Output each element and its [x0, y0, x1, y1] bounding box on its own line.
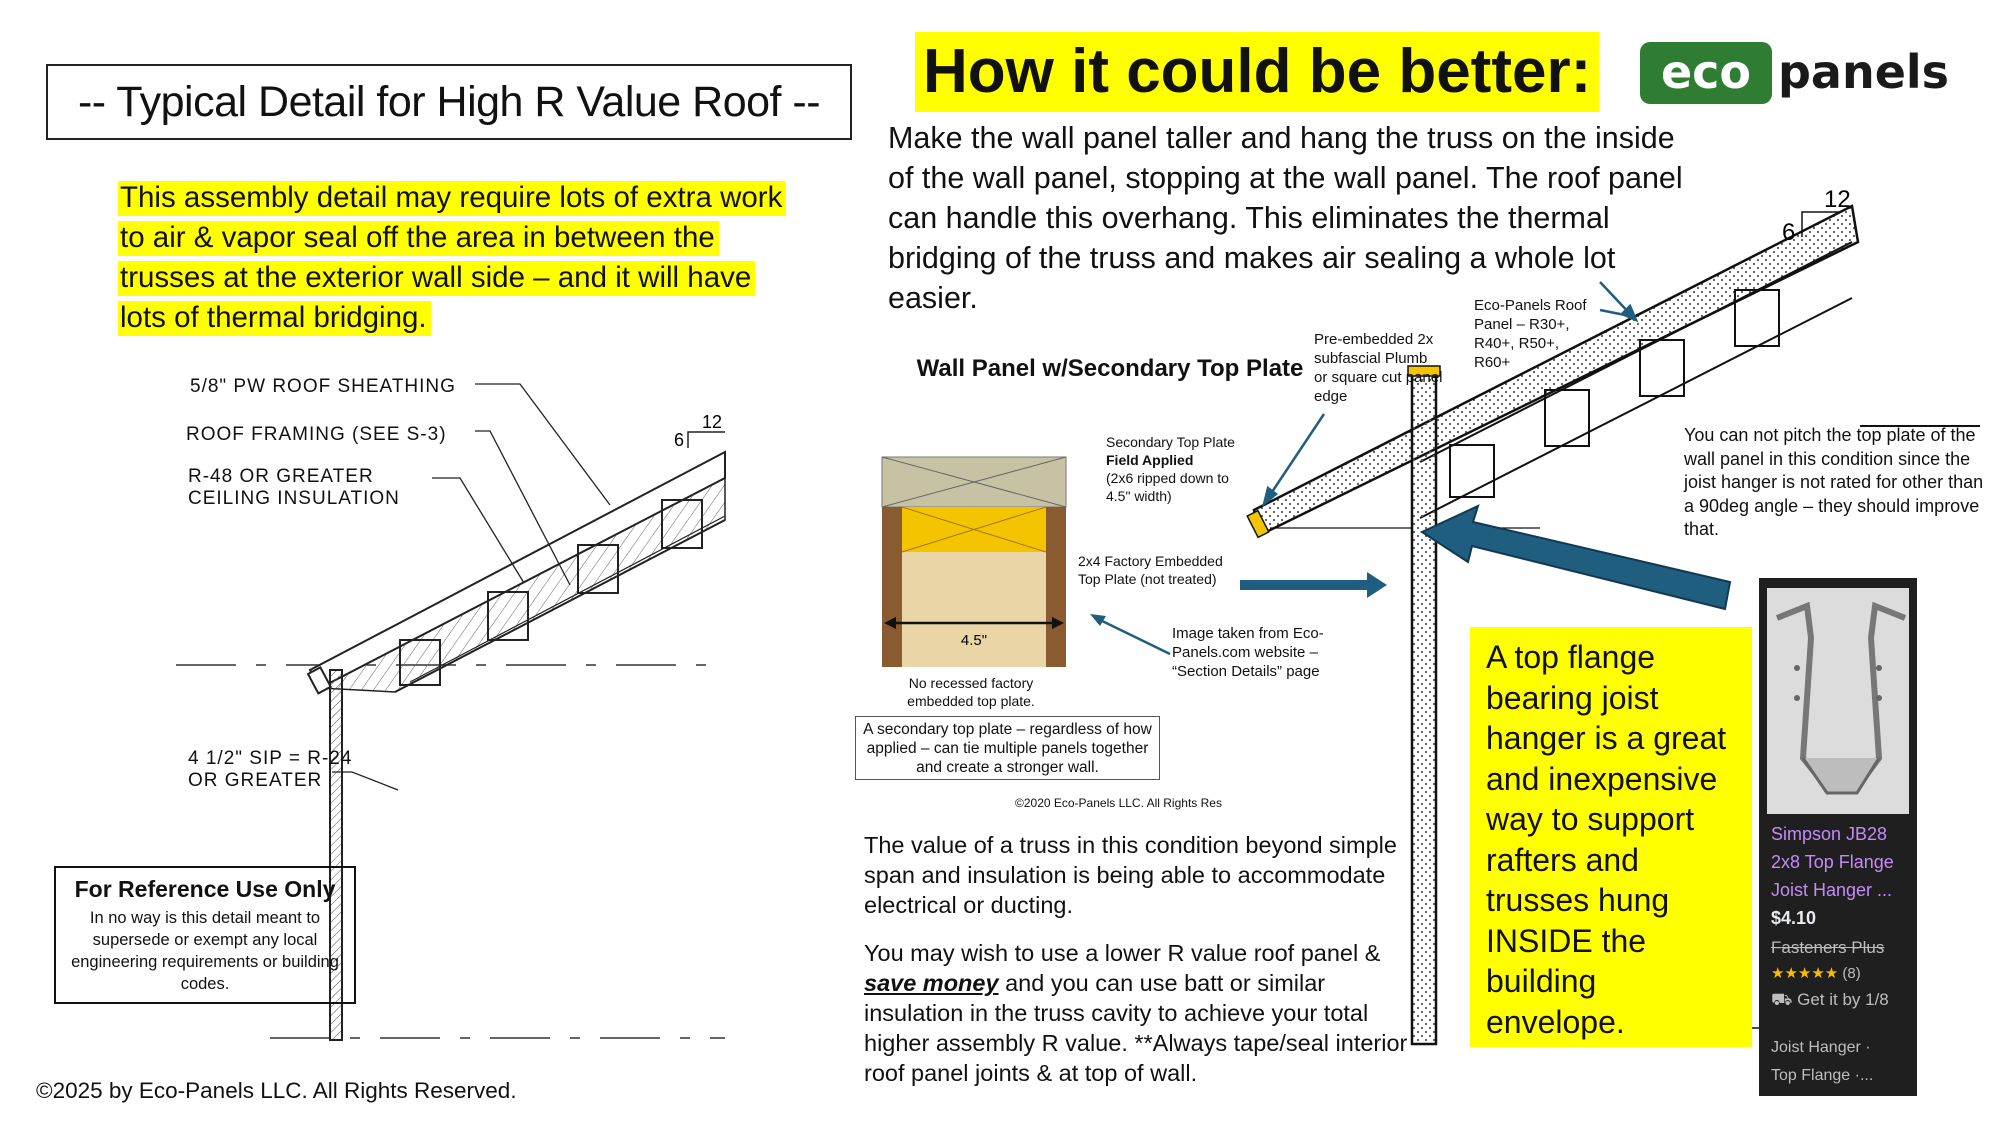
svg-text:12: 12	[1824, 190, 1851, 213]
svg-text:panels: panels	[1778, 45, 1949, 99]
big-arrow-top-plate	[1419, 504, 1732, 611]
eco-panels-logo: eco panels	[1638, 40, 1978, 106]
pitch-symbol-right: 12 6	[1782, 190, 1851, 246]
label-ceiling-insulation: R-48 OR GREATER CEILING INSULATION	[188, 466, 400, 509]
product-card[interactable]: Simpson JB28 2x8 Top Flange Joist Hanger…	[1759, 578, 1917, 1096]
label-roof-framing: ROOF FRAMING (SEE S-3)	[186, 424, 447, 445]
reference-box: For Reference Use Only In no way is this…	[54, 866, 356, 1004]
svg-text:eco: eco	[1661, 45, 1751, 99]
mid-note-1: The value of a truss in this condition b…	[864, 832, 1397, 918]
svg-text:4.5": 4.5"	[961, 632, 987, 649]
copyright: ©2025 by Eco-Panels LLC. All Rights Rese…	[36, 1078, 517, 1103]
no-recessed-label: No recessed factory embedded top plate.	[907, 675, 1035, 709]
headline: How it could be better:	[915, 32, 1600, 112]
svg-text:12: 12	[702, 412, 722, 432]
subfascial-label: Pre-embedded 2x subfascial Plumb or squa…	[1314, 331, 1443, 405]
label-sip: 4 1/2" SIP = R-24 OR GREATER	[188, 748, 353, 791]
product-rating: ★★★★★ (8)	[1771, 965, 1861, 982]
factory-top-plate-label: 2x4 Factory Embedded Top Plate (not trea…	[1078, 553, 1223, 587]
product-tags: Joist Hanger · Top Flange ·...	[1771, 1039, 1874, 1084]
truck-icon: ⛟	[1771, 990, 1798, 1009]
image-credit-arrow	[1090, 614, 1171, 656]
reference-body: In no way is this detail meant to supers…	[71, 909, 339, 993]
svg-text:6: 6	[1782, 219, 1795, 246]
image-credit: Image taken from Eco-Panels.com website …	[1172, 625, 1324, 680]
tall-wall-panel	[1410, 370, 1438, 1046]
left-note-text: This assembly detail may require lots of…	[118, 181, 787, 336]
typical-roof-detail-drawing: 12 6	[176, 383, 726, 1041]
mid-note-2: You may wish to use a lower R value roof…	[864, 940, 1408, 1086]
roof-panel-label: Eco-Panels Roof Panel – R30+, R40+, R50+…	[1474, 297, 1587, 371]
joist-hanger-image	[1767, 588, 1909, 814]
subfascia-leader	[1266, 413, 1326, 499]
wall-panel-title: Wall Panel w/Secondary Top Plate	[916, 355, 1304, 382]
product-price: $4.10	[1771, 908, 1817, 928]
improved-roof-detail-drawing: 12 6	[1240, 190, 1980, 1046]
reference-title: For Reference Use Only	[74, 876, 336, 902]
svg-text:6: 6	[674, 430, 684, 450]
top-flange-note: A top flange bearing joist hanger is a g…	[1470, 627, 1752, 1047]
wall-top-plate	[1407, 365, 1441, 377]
better-explanation: Make the wall panel taller and hang the …	[888, 121, 1683, 315]
secondary-top-plate-label: Secondary Top Plate Field Applied (2x6 r…	[1106, 434, 1235, 504]
trusses	[1419, 241, 1980, 519]
label-roof-sheathing: 5/8" PW ROOF SHEATHING	[190, 376, 456, 397]
subfascia	[1246, 509, 1270, 539]
arrow-from-wall-image	[1240, 572, 1387, 598]
product-link[interactable]: Simpson JB28 2x8 Top Flange Joist Hanger…	[1771, 824, 1894, 900]
product-delivery: ⛟ Get it by 1/8	[1771, 990, 1889, 1009]
pitch-symbol-left: 12 6	[674, 412, 725, 450]
sip-wall	[329, 669, 343, 1041]
secondary-plate-note: A secondary top plate – regardless of ho…	[855, 716, 1160, 780]
left-note: This assembly detail may require lots of…	[118, 178, 787, 338]
wall-panel-image: 4.5"	[881, 456, 1067, 667]
page-title: -- Typical Detail for High R Value Roof …	[46, 64, 852, 140]
pitch-note: You can not pitch the top plate of the w…	[1684, 425, 1984, 539]
roof-assembly	[306, 450, 726, 695]
wall-panel-copyright: ©2020 Eco-Panels LLC. All Rights Res	[1015, 796, 1222, 810]
product-seller: Fasteners Plus	[1771, 938, 1885, 957]
save-money-emphasis: save money	[864, 970, 999, 996]
mid-notes: The value of a truss in this condition b…	[864, 830, 1424, 1106]
